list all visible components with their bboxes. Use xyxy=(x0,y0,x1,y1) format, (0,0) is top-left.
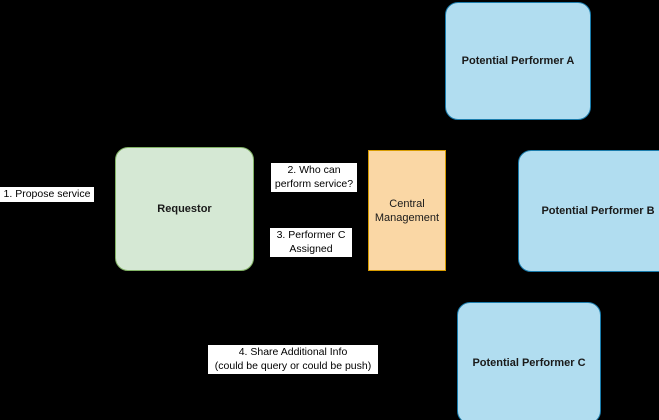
edge-label-share-additional-info-line1: 4. Share Additional Info xyxy=(238,346,348,358)
node-central-management[interactable]: Central Management xyxy=(368,150,446,271)
node-central-management-label-line1: Central xyxy=(389,197,425,210)
node-central-management-label-line2: Management xyxy=(374,211,440,224)
node-potential-performer-b[interactable]: Potential Performer B xyxy=(518,150,659,272)
edge-label-propose-service: 1. Propose service xyxy=(0,187,94,202)
node-requestor[interactable]: Requestor xyxy=(115,147,254,271)
node-potential-performer-c[interactable]: Potential Performer C xyxy=(457,302,601,420)
node-requestor-label: Requestor xyxy=(157,203,212,215)
node-potential-performer-b-label: Potential Performer B xyxy=(541,205,655,217)
node-potential-performer-c-label: Potential Performer C xyxy=(472,357,586,369)
node-potential-performer-a[interactable]: Potential Performer A xyxy=(445,2,591,120)
edge-label-performer-assigned-line1: 3. Performer C xyxy=(276,229,346,241)
node-central-management-label: Central Management xyxy=(375,197,439,225)
edge-label-performer-assigned: 3. Performer C Assigned xyxy=(270,228,352,257)
edge-label-who-can-perform-line1: 2. Who can xyxy=(287,164,341,176)
edge-label-share-additional-info-line2: (could be query or could be push) xyxy=(214,360,372,372)
edge-label-who-can-perform-line2: perform service? xyxy=(274,178,354,190)
edge-label-performer-assigned-line2: Assigned xyxy=(289,243,333,255)
edge-label-share-additional-info: 4. Share Additional Info (could be query… xyxy=(208,345,378,374)
edge-label-propose-service-line1: 1. Propose service xyxy=(3,188,91,200)
node-potential-performer-a-label: Potential Performer A xyxy=(461,55,575,67)
edge-label-who-can-perform: 2. Who can perform service? xyxy=(271,163,357,192)
